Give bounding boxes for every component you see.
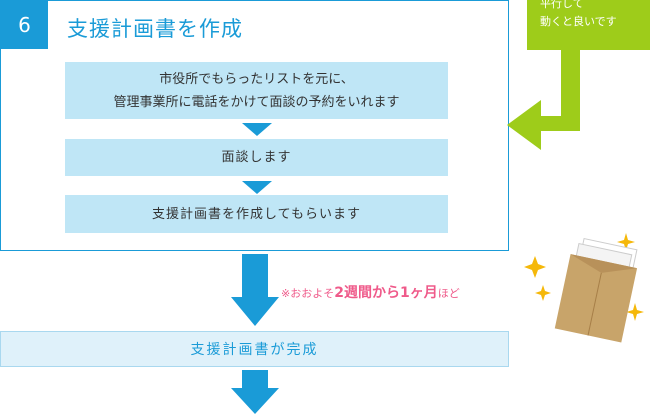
- sparkle-icon: [524, 233, 644, 321]
- duration-suffix: ほど: [437, 287, 460, 300]
- duration-mark: ※: [281, 287, 291, 300]
- duration-prefix: おおよそ: [290, 287, 335, 300]
- step-title: 支援計画書を作成: [67, 17, 243, 41]
- green-left-arrow-icon: [507, 48, 580, 150]
- flow-box-call-line2: 管理事業所に電話をかけて面談の予約をいれます: [113, 94, 400, 110]
- step-6-box: 6 支援計画書を作成 市役所でもらったリストを元に、 管理事業所に電話をかけて面…: [0, 0, 509, 251]
- big-down-arrow-icon: [231, 370, 279, 414]
- flow-box-create-plan: 支援計画書を作成してもらいます: [65, 195, 448, 233]
- parallel-note-line1: 平行して: [540, 0, 584, 10]
- parallel-note-box: 平行して 動くと良いです: [527, 0, 650, 50]
- plan-complete-box: 支援計画書が完成: [0, 331, 509, 367]
- flow-down-arrow-icon: [242, 181, 272, 194]
- flow-box-call-line1: 市役所でもらったリストを元に、: [159, 71, 354, 87]
- parallel-note-line2: 動くと良いです: [540, 15, 617, 28]
- flow-box-interview: 面談します: [65, 139, 448, 176]
- big-down-arrow-icon: [231, 254, 279, 326]
- flow-box-call: 市役所でもらったリストを元に、 管理事業所に電話をかけて面談の予約をいれます: [65, 62, 448, 119]
- flow-down-arrow-icon: [242, 123, 272, 136]
- duration-note: ※おおよそ2週間から1ヶ月ほど: [281, 282, 460, 302]
- step-number: 6: [1, 1, 48, 49]
- duration-main: 2週間から1ヶ月: [334, 285, 438, 301]
- envelope-icon: [524, 233, 644, 343]
